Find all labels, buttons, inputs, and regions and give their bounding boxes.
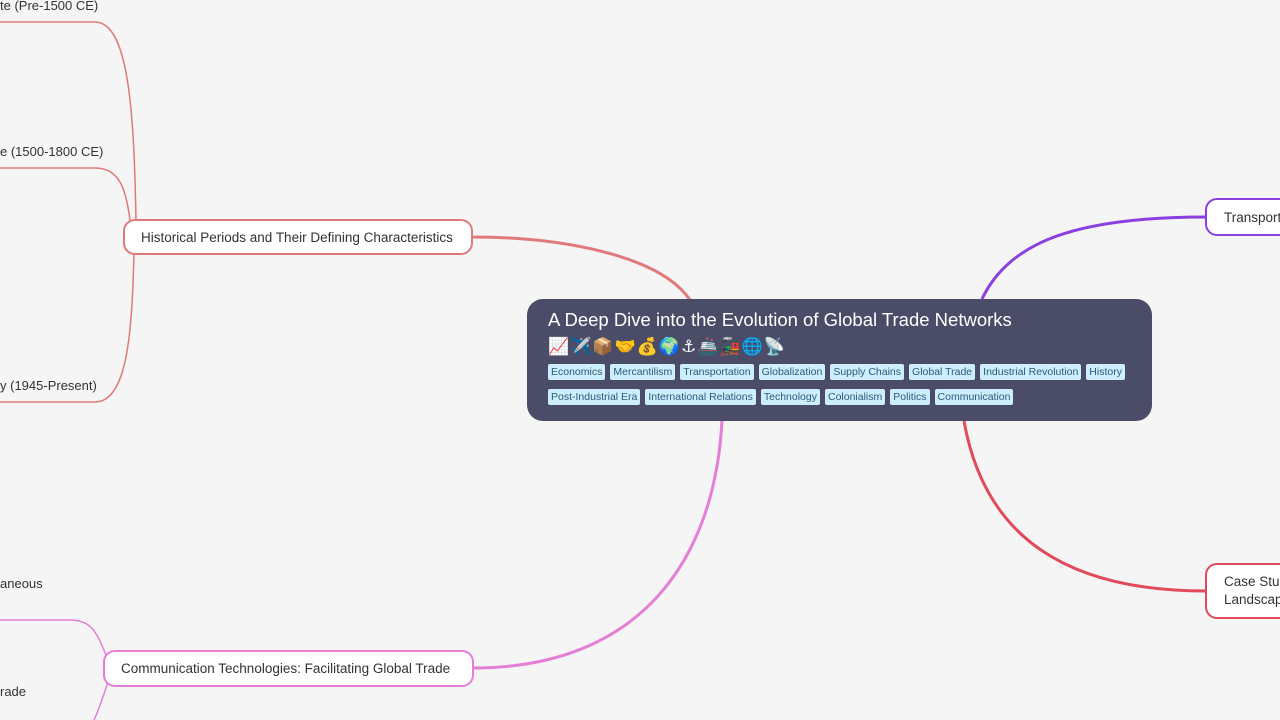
edge-historical-pre1500	[0, 21, 137, 221]
edge-communication-trade	[93, 681, 109, 720]
tag-colonialism[interactable]: Colonialism	[824, 389, 886, 405]
edge-communication-misc	[0, 619, 107, 656]
branch-case-studies[interactable]: Case Stuc Landscap	[1205, 563, 1280, 619]
branch-case-label-line2: Landscap	[1224, 592, 1280, 607]
tag-politics[interactable]: Politics	[890, 389, 930, 405]
edge-central-case	[962, 420, 1207, 593]
central-title: A Deep Dive into the Evolution of Global…	[548, 309, 1012, 330]
leaf-pre-1500[interactable]: te (Pre-1500 CE)	[0, 0, 99, 13]
leaf-trade[interactable]: rade	[0, 684, 27, 699]
tag-industrial-revolution[interactable]: Industrial Revolution	[980, 364, 1082, 380]
branch-historical-periods[interactable]: Historical Periods and Their Defining Ch…	[123, 219, 473, 255]
central-emoji-icons: 📈✈️📦🤝💰🌍⚓🚢🚂🌐📡	[548, 337, 786, 357]
branch-transport-label: Transport	[1224, 209, 1280, 225]
tag-supply-chains[interactable]: Supply Chains	[830, 364, 905, 380]
branch-communication-label: Communication Technologies: Facilitating…	[121, 661, 451, 676]
tag-post-industrial-era[interactable]: Post-Industrial Era	[548, 389, 641, 405]
edge-central-communication	[472, 419, 724, 670]
edge-historical-1500	[0, 167, 131, 221]
tag-globalization[interactable]: Globalization	[758, 364, 826, 380]
tag-transportation[interactable]: Transportation	[680, 364, 754, 380]
branch-historical-label: Historical Periods and Their Defining Ch…	[141, 229, 453, 245]
edge-historical-1945	[0, 251, 135, 403]
branch-communication-technologies[interactable]: Communication Technologies: Facilitating…	[103, 650, 474, 687]
tag-mercantilism[interactable]: Mercantilism	[610, 364, 676, 380]
leaf-miscellaneous[interactable]: aneous	[0, 576, 43, 591]
leaf-1500-1800[interactable]: e (1500-1800 CE)	[0, 144, 104, 159]
edge-central-historical	[471, 235, 692, 301]
branch-case-label-line1: Case Stuc	[1224, 574, 1280, 589]
tag-international-relations[interactable]: International Relations	[645, 389, 756, 405]
tag-technology[interactable]: Technology	[760, 389, 820, 405]
tag-history[interactable]: History	[1086, 364, 1125, 380]
edge-central-transport	[980, 215, 1207, 300]
branch-transport[interactable]: Transport	[1205, 198, 1280, 236]
tag-global-trade[interactable]: Global Trade	[909, 364, 976, 380]
tag-communication[interactable]: Communication	[934, 389, 1014, 405]
leaf-1945-present[interactable]: y (1945-Present)	[0, 378, 97, 393]
central-topic[interactable]: A Deep Dive into the Evolution of Global…	[527, 299, 1152, 421]
tag-economics[interactable]: Economics	[548, 364, 606, 380]
